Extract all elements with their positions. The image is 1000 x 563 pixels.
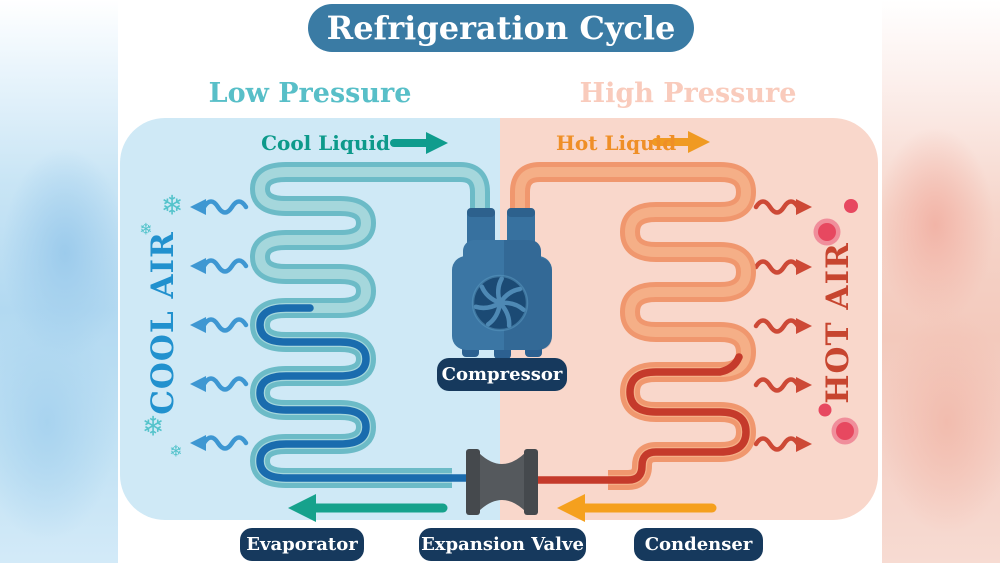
cool-air-wave-arrows — [201, 199, 249, 451]
cool-liquid-arrow — [390, 132, 448, 154]
evaporator-coil — [260, 172, 480, 478]
page-title: Refrigeration Cycle — [326, 9, 676, 47]
hot-liquid-arrow — [652, 131, 710, 153]
hot-air-wave-arrows — [753, 199, 801, 452]
background-blur-left — [0, 0, 118, 563]
compressor-badge: Compressor — [437, 358, 567, 391]
title-banner: Refrigeration Cycle — [308, 4, 694, 52]
evaporator-badge: Evaporator — [240, 528, 364, 561]
snowflake-icon: ❄ — [141, 411, 165, 443]
hot-air-wave-arrowheads — [796, 199, 812, 452]
hot-air-dots — [813, 199, 859, 445]
cool-refrigerant-line — [256, 304, 474, 482]
expansion-valve-illustration — [466, 449, 538, 515]
cool-air-wave-arrowheads — [190, 199, 206, 451]
hot-air-label: HOT AIR — [820, 242, 856, 404]
condenser-badge: Condenser — [634, 528, 763, 561]
high-pressure-label: High Pressure — [579, 78, 797, 109]
snowflake-icon: ❄ — [169, 441, 183, 461]
condenser-coil — [520, 172, 746, 480]
background-blur-right — [882, 0, 1000, 563]
low-pressure-label: Low Pressure — [208, 78, 412, 109]
snowflake-icon: ❄ — [160, 190, 184, 222]
hot-refrigerant-line — [530, 353, 750, 484]
expansion-valve-badge: Expansion Valve — [419, 528, 586, 561]
cool-liquid-label: Cool Liquid — [261, 131, 390, 155]
hot-liquid-label: Hot Liquid — [556, 131, 677, 155]
cool-air-label: COOL AIR — [145, 231, 181, 415]
evaporator-flow-arrow — [288, 494, 448, 522]
condenser-flow-arrow — [557, 494, 717, 522]
compressor-illustration — [452, 208, 552, 359]
snowflake-icon: ❄ — [139, 219, 153, 239]
